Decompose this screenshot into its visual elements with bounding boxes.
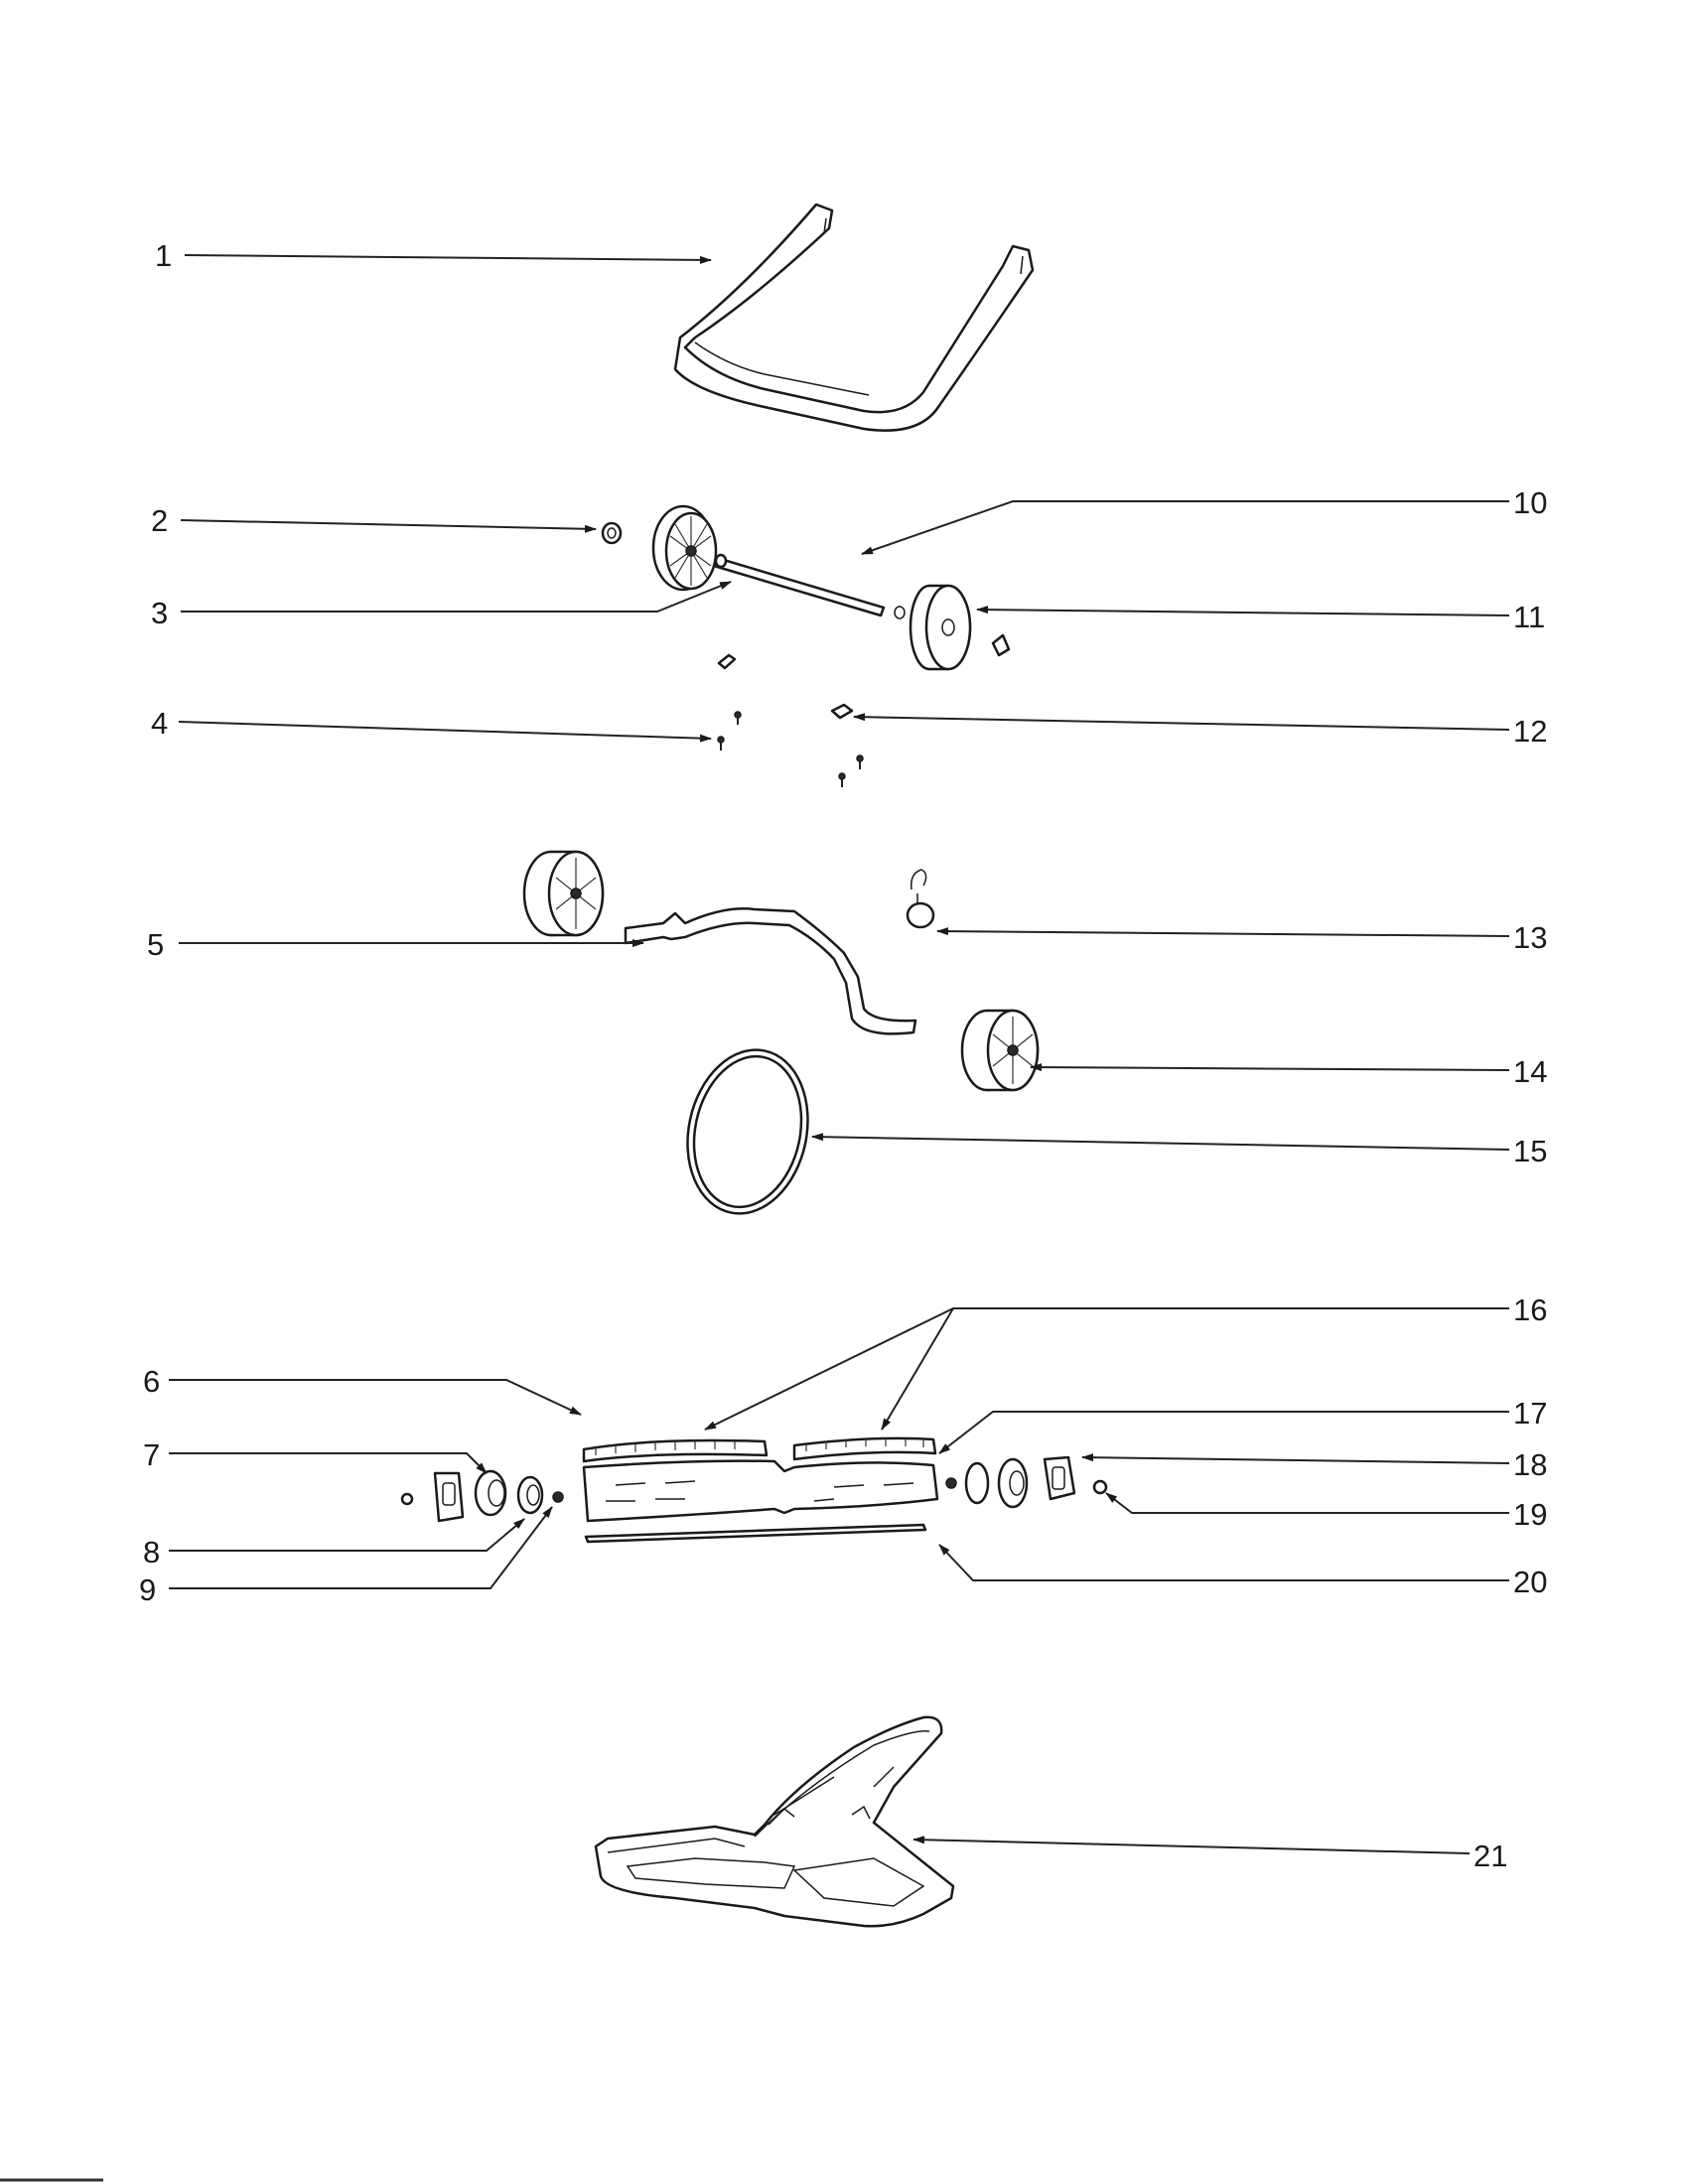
callout-17: 17: [1513, 1396, 1547, 1431]
part-21-sole-plate: [594, 1715, 955, 1928]
callout-8: 8: [143, 1535, 160, 1570]
part-3-wheel-left: [651, 504, 718, 592]
callout-12: 12: [1513, 714, 1547, 749]
part-6-brush-roll: [582, 1459, 939, 1523]
callout-1: 1: [155, 238, 172, 273]
leader-lines: [169, 254, 1510, 1854]
part-17-right-end-parts: [945, 1455, 1108, 1509]
callout-20: 20: [1513, 1565, 1547, 1599]
part-11-wheel-right: [909, 584, 1011, 671]
part-10-axle: [712, 553, 906, 619]
part-14-wheel-right: [960, 1009, 1040, 1092]
part-12-clip: [830, 703, 864, 787]
callout-5: 5: [147, 927, 164, 962]
part-15-belt: [686, 1048, 809, 1215]
callout-3: 3: [151, 596, 168, 630]
callout-2: 2: [151, 503, 168, 538]
callout-6: 6: [143, 1364, 160, 1399]
part-2-nut: [601, 521, 623, 545]
callout-18: 18: [1513, 1447, 1547, 1482]
part-4-screws: [717, 653, 742, 751]
callout-9: 9: [139, 1572, 156, 1607]
callout-13: 13: [1513, 920, 1547, 955]
callout-14: 14: [1513, 1054, 1547, 1089]
callout-labels: 1 2 3 4 5 6 7 8 9 10 11 12 13 14 15 16 1…: [139, 238, 1547, 1873]
callout-21: 21: [1474, 1839, 1507, 1873]
callout-10: 10: [1513, 485, 1547, 520]
part-7-left-end-parts: [400, 1469, 564, 1523]
callout-19: 19: [1513, 1497, 1547, 1532]
part-16-brush-strips: [582, 1436, 937, 1463]
part-5-rear-axle: [624, 907, 917, 1035]
part-20-rod: [584, 1523, 927, 1544]
callout-7: 7: [143, 1437, 160, 1472]
callout-11: 11: [1513, 600, 1545, 634]
part-5-wheel-left: [522, 850, 605, 937]
callout-4: 4: [151, 706, 168, 741]
callout-16: 16: [1513, 1293, 1547, 1327]
part-13-spring: [906, 869, 935, 929]
callout-15: 15: [1513, 1134, 1547, 1168]
part-1-bail: [673, 203, 1035, 432]
